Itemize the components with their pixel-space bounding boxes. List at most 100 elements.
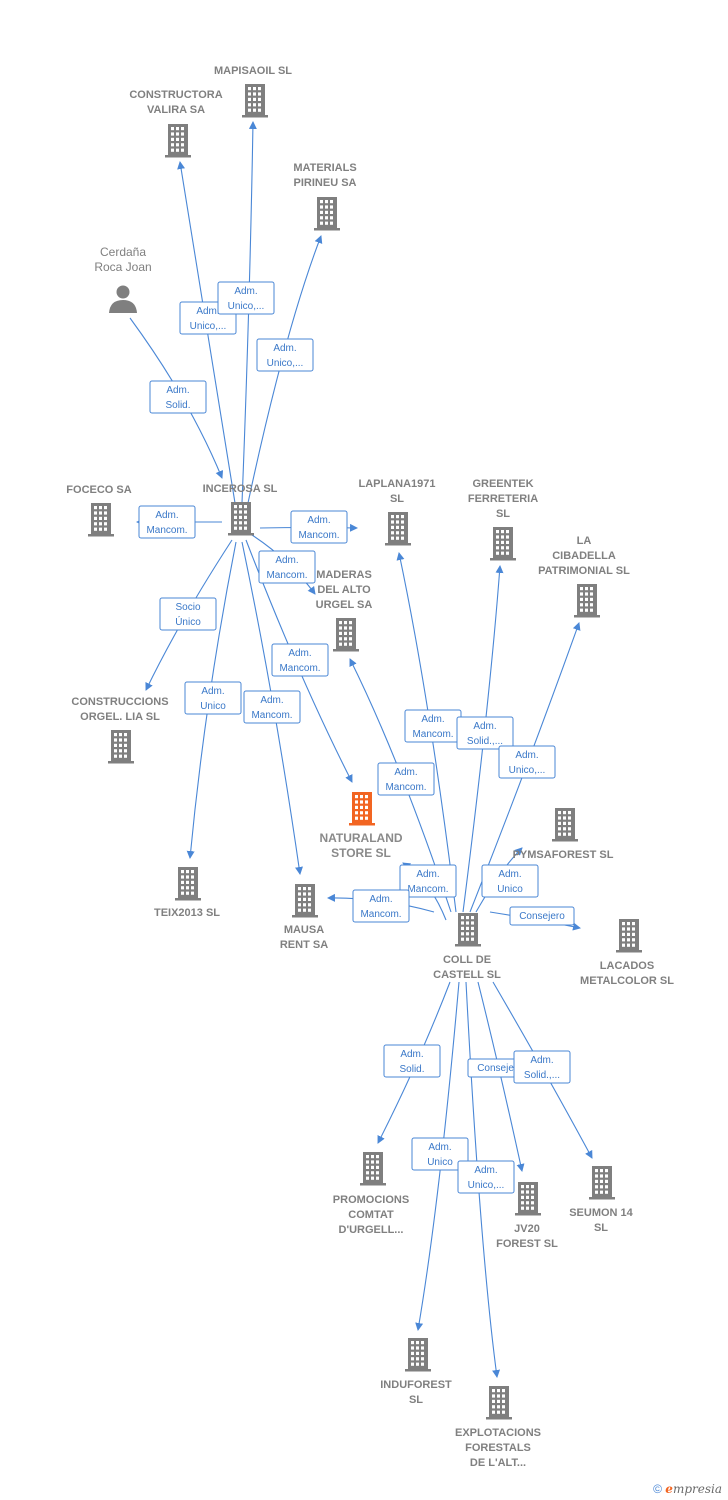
- node-mapisaoil[interactable]: MAPISAOIL SL: [214, 65, 292, 118]
- edge-label[interactable]: Adm.Unico: [184, 681, 242, 715]
- edge-label[interactable]: Adm. Unico: [481, 864, 539, 898]
- edge-label-text: Mancom.: [146, 525, 187, 536]
- edge-label-text: Adm.: [394, 767, 417, 778]
- edge-label-text: Unico: [427, 1157, 453, 1168]
- brand-logo-text: mpresia: [672, 1482, 722, 1496]
- edge-label[interactable]: Adm.Unico,...: [457, 1160, 515, 1194]
- node-label: SL: [594, 1222, 608, 1234]
- edge-label[interactable]: Adm.Mancom.: [290, 510, 348, 544]
- edge-label-text: Adm.: [273, 343, 296, 354]
- building-icon: [405, 1338, 431, 1372]
- edge-label-text: Unico,...: [190, 321, 227, 332]
- copyright-symbol: ©: [653, 1482, 662, 1496]
- node-label: MADERAS: [316, 569, 372, 581]
- edge-label[interactable]: Adm.Mancom.: [258, 550, 316, 584]
- edge-label-text: Solid.,...: [467, 736, 503, 747]
- edge-label-text: Mancom.: [298, 530, 339, 541]
- edge-label[interactable]: Adm.Mancom.: [243, 690, 301, 724]
- building-icon: [175, 867, 201, 901]
- edge-label-text: Único: [175, 615, 201, 628]
- node-greentek[interactable]: GREENTEK FERRETERIA SL: [468, 478, 538, 561]
- edge-label-text: Adm.: [421, 714, 444, 725]
- building-icon: [108, 730, 134, 764]
- edge-label[interactable]: Adm.Solid.: [149, 380, 207, 414]
- edge-label[interactable]: Adm.Mancom.: [377, 762, 435, 796]
- node-label: PROMOCIONS: [333, 1194, 409, 1206]
- edge-label-text: Mancom.: [407, 884, 448, 895]
- edge-label[interactable]: Adm.Mancom.: [399, 864, 457, 898]
- edge-label[interactable]: Adm.Solid.,...: [513, 1050, 571, 1084]
- edge-label-text: Adm.: [234, 286, 257, 297]
- edge-label-text: Mancom.: [360, 909, 401, 920]
- node-label: LACADOS: [600, 960, 654, 972]
- edge-label-text: Adm.: [428, 1142, 451, 1153]
- node-label: FORESTALS: [465, 1442, 531, 1454]
- edge-label[interactable]: Adm.Mancom.: [271, 643, 329, 677]
- node-label: CIBADELLA: [552, 550, 616, 562]
- footer-brand[interactable]: © empresia: [653, 1482, 722, 1496]
- node-label: RENT SA: [280, 939, 328, 951]
- node-label: SL: [496, 508, 510, 520]
- node-label: PYMSAFOREST SL: [513, 849, 614, 861]
- edge-label[interactable]: Adm.Mancom.: [138, 505, 196, 539]
- edge-label-text: Unico,...: [468, 1180, 505, 1191]
- edge-label-text: Adm.: [473, 721, 496, 732]
- node-label: SL: [390, 493, 404, 505]
- node-label: JV20: [514, 1223, 540, 1235]
- node-label: SEUMON 14: [569, 1207, 633, 1219]
- node-label: MATERIALS: [293, 162, 356, 174]
- edge-label[interactable]: Adm. Unico: [411, 1137, 469, 1171]
- edge-label[interactable]: Consejero: [509, 906, 575, 926]
- node-promocions[interactable]: PROMOCIONSCOMTATD'URGELL...: [333, 1152, 409, 1236]
- edge-label-text: Adm.: [369, 894, 392, 905]
- edge-label[interactable]: Adm.Unico,...: [217, 281, 275, 315]
- node-label: GREENTEK: [472, 478, 533, 490]
- building-icon: [349, 792, 375, 826]
- edge-label-text: Solid.: [165, 400, 190, 411]
- node-label: FERRETERIA: [468, 493, 538, 505]
- edge-label[interactable]: Adm.Mancom.: [404, 709, 462, 743]
- edge-label-text: Adm.: [515, 750, 538, 761]
- edge-label[interactable]: Adm.Unico,...: [498, 745, 556, 779]
- node-label: D'URGELL...: [339, 1224, 404, 1236]
- node-incerosa[interactable]: INCEROSA SL: [203, 483, 278, 536]
- building-icon: [490, 527, 516, 561]
- edge-label[interactable]: Adm.Solid.: [383, 1044, 441, 1078]
- edge-coll_castell-to-explotacions: [465, 981, 501, 1378]
- node-label: CASTELL SL: [433, 969, 501, 981]
- edge-label-text: Socio: [175, 602, 200, 613]
- node-teix2013[interactable]: TEIX2013 SL: [154, 867, 220, 919]
- node-seumon[interactable]: SEUMON 14 SL: [569, 1166, 634, 1234]
- edge-label[interactable]: Adm. Mancom.: [352, 889, 410, 923]
- edge-label-text: Consejero: [519, 911, 565, 922]
- edge-label-text: Adm.: [260, 695, 283, 706]
- edge-label-text: Adm.: [498, 869, 521, 880]
- node-label: ORGEL. LIA SL: [80, 711, 160, 723]
- node-foceco[interactable]: FOCECO SA: [66, 484, 132, 537]
- node-pymsaforest[interactable]: PYMSAFOREST SL: [513, 808, 614, 861]
- edge-label[interactable]: Adm. Solid.,...: [456, 716, 514, 750]
- edge-label-text: Unico: [497, 884, 523, 895]
- building-icon: [333, 618, 359, 652]
- building-icon: [165, 124, 191, 158]
- node-label: Cerdaña: [100, 245, 146, 259]
- edge-label-text: Unico,...: [267, 358, 304, 369]
- edge-label[interactable]: Adm. Unico,...: [256, 338, 314, 372]
